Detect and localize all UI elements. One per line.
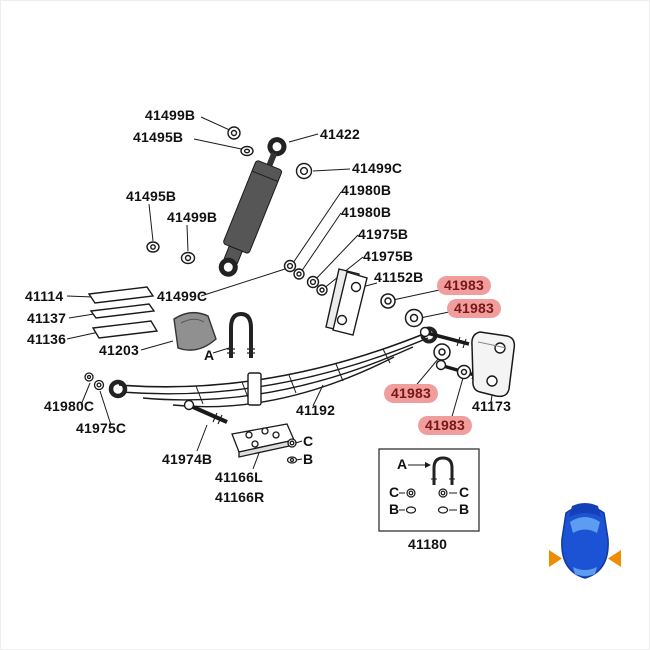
leaf-spring — [108, 326, 438, 408]
part-label-41152B-8[interactable]: 41152B — [374, 269, 424, 285]
rear-hanger-bracket — [471, 331, 516, 398]
part-label-41974B-25[interactable]: 41974B — [162, 451, 213, 467]
part-label-41499B-12[interactable]: 41499B — [167, 209, 218, 225]
part-label-41983-19[interactable]: 41983 — [384, 384, 438, 404]
hardware-inset — [378, 448, 480, 532]
part-label-41136-15[interactable]: 41136 — [27, 331, 67, 347]
part-label-41173-20[interactable]: 41173 — [472, 398, 512, 414]
part-label-41983-21[interactable]: 41983 — [418, 416, 472, 436]
part-label-41166L-26[interactable]: 41166L — [215, 469, 263, 485]
part-label-41495B-1[interactable]: 41495B — [133, 129, 184, 145]
shackle — [325, 268, 368, 336]
part-label-41975B-7[interactable]: 41975B — [363, 248, 414, 264]
part-label-41192-24[interactable]: 41192 — [296, 402, 336, 418]
callout-B-33: B — [389, 501, 400, 517]
shock-bushings-top — [227, 126, 313, 180]
part-label-41499C-16[interactable]: 41499C — [157, 288, 208, 304]
front-eye-hardware — [84, 372, 105, 391]
part-label-41975B-6[interactable]: 41975B — [358, 226, 409, 242]
u-bolt — [227, 311, 255, 358]
part-label-41975C-23[interactable]: 41975C — [76, 420, 127, 436]
callout-A-30: A — [397, 456, 408, 472]
part-label-41980B-5[interactable]: 41980B — [341, 204, 392, 220]
part-label-41166R-27[interactable]: 41166R — [215, 489, 265, 505]
part-label-41983-9[interactable]: 41983 — [437, 276, 491, 296]
part-label-41203-17[interactable]: 41203 — [99, 342, 139, 358]
car-rear-view-icon — [549, 503, 621, 579]
callout-B-34: B — [459, 501, 470, 517]
bump-stopper — [173, 311, 217, 351]
callout-B-29: B — [303, 451, 314, 467]
part-label-41980B-4[interactable]: 41980B — [341, 182, 392, 198]
part-label-41114-13[interactable]: 41114 — [25, 288, 64, 304]
spring-plates — [87, 286, 159, 339]
shock-absorber — [218, 137, 287, 277]
shock-bushings-left — [146, 241, 196, 265]
shackle-bushings-41983 — [380, 293, 472, 380]
seat-hardware — [286, 438, 298, 464]
mount-nuts-cluster — [283, 259, 328, 296]
part-label-41137-14[interactable]: 41137 — [27, 310, 67, 326]
part-label-41499C-3[interactable]: 41499C — [352, 160, 403, 176]
center-bolt — [183, 399, 228, 425]
part-label-41980C-22[interactable]: 41980C — [44, 398, 95, 414]
callout-C-32: C — [459, 484, 470, 500]
callout-C-31: C — [389, 484, 400, 500]
part-label-41422-2[interactable]: 41422 — [320, 126, 360, 142]
part-label-41983-10[interactable]: 41983 — [447, 299, 501, 319]
callout-A-18: A — [204, 347, 215, 363]
callout-C-28: C — [303, 433, 314, 449]
part-label-41495B-11[interactable]: 41495B — [126, 188, 177, 204]
leader-lines — [66, 116, 494, 470]
part-label-41499B-0[interactable]: 41499B — [145, 107, 196, 123]
part-label-41180-35[interactable]: 41180 — [408, 536, 448, 552]
